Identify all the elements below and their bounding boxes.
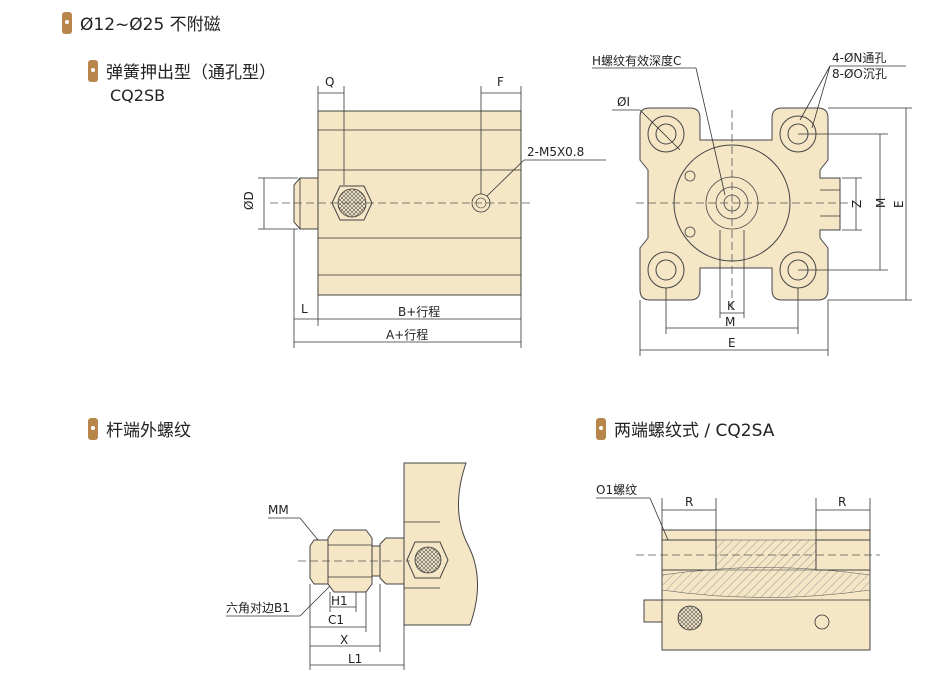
dim-r-left: R <box>685 495 693 509</box>
model-cq2sb: CQ2SB <box>110 86 166 105</box>
dim-b-stroke: B+行程 <box>398 304 440 319</box>
dim-e-vertical: E <box>892 200 906 208</box>
section-marker-icon <box>88 417 98 440</box>
rod-end-view: MM 六角对边B1 H1 C1 X L1 <box>226 462 478 670</box>
dim-m-horizontal: M <box>725 315 735 329</box>
page-title: Ø12~Ø25 不附磁 <box>62 10 221 35</box>
label-h-thread: H螺纹有效深度C <box>592 53 681 68</box>
rod-end-thread <box>309 539 329 585</box>
dim-x: X <box>340 633 348 647</box>
label-o1-thread: O1螺纹 <box>596 483 637 497</box>
section-both-ends-title: 两端螺纹式 / CQ2SA <box>596 416 774 441</box>
label-o-counterbore: 8-ØO沉孔 <box>832 67 887 81</box>
dim-a-stroke: A+行程 <box>386 327 428 342</box>
label-n-hole: 4-ØN通孔 <box>832 51 886 65</box>
label-hex-b1: 六角对边B1 <box>226 601 290 615</box>
dim-l1: L1 <box>348 652 362 666</box>
dim-d: ØD <box>242 191 256 210</box>
dim-f: F <box>497 75 504 89</box>
rod-end-rod <box>379 537 405 585</box>
end-view: H螺纹有效深度C ØI 4-ØN通孔 8-ØO沉孔 Z M E K M <box>592 51 912 356</box>
piston-rod <box>293 177 319 230</box>
title-marker-icon <box>62 11 72 34</box>
dim-m-vertical: M <box>874 198 888 208</box>
section-rod-end-title: 杆端外螺纹 <box>88 416 191 441</box>
dim-h1: H1 <box>331 594 348 608</box>
section-spring-extend-label: 弹簧押出型（通孔型） <box>106 63 276 83</box>
section-marker-icon <box>88 59 98 82</box>
label-i: ØI <box>617 95 630 109</box>
both-ends-tapped-view: O1螺纹 R R <box>596 483 880 651</box>
front-view: Q F 2-M5X0.8 ØD L B+行程 A+行程 <box>242 75 606 348</box>
dim-z: Z <box>850 200 864 208</box>
dim-q: Q <box>325 75 334 89</box>
cq2sa-port-mesh-icon <box>677 605 703 631</box>
dim-r-right: R <box>838 495 846 509</box>
section-marker-icon <box>596 417 606 440</box>
cq2sa-m5-port-icon <box>814 614 830 630</box>
dim-c1: C1 <box>328 613 344 627</box>
dim-k: K <box>727 299 736 313</box>
page-title-text: Ø12~Ø25 不附磁 <box>80 15 221 35</box>
section-spring-extend-title: 弹簧押出型（通孔型） <box>88 58 276 83</box>
label-port: 2-M5X0.8 <box>527 145 584 159</box>
dim-e-horizontal: E <box>728 336 736 350</box>
rod-end-port-mesh-icon <box>414 546 442 574</box>
section-both-ends-label: 两端螺纹式 / CQ2SA <box>614 421 775 441</box>
label-mm: MM <box>268 503 289 517</box>
dim-l: L <box>301 302 308 316</box>
section-rod-end-label: 杆端外螺纹 <box>106 421 191 441</box>
